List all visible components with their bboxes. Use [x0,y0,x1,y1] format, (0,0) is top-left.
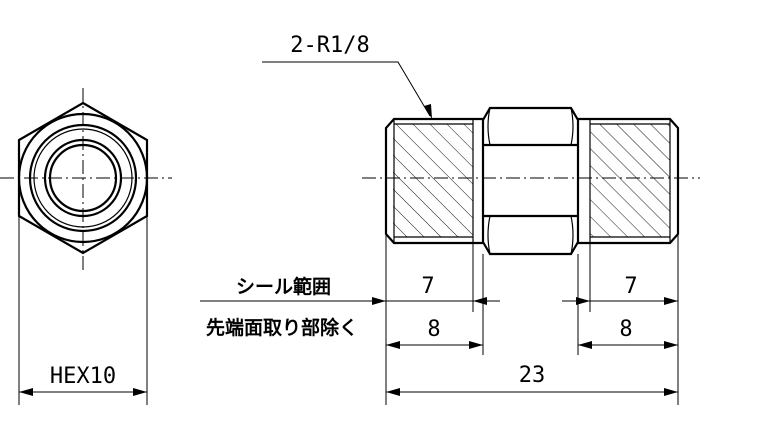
seal-right-value: 7 [624,274,637,299]
end-view: HEX10 [0,88,172,405]
overall-length-value: 23 [519,363,546,388]
chamfer-left-value: 8 [427,317,440,342]
seal-left-value: 7 [421,274,434,299]
right-thread-outline [578,117,680,245]
right-thread-hatch [590,124,670,237]
thread-spec-label: 2-R1/8 [290,33,369,58]
seal-range-label: シール範囲 [236,275,331,298]
hex-body [481,106,580,256]
chamfer-right-value: 8 [619,317,632,342]
left-thread-outline [384,117,483,245]
side-view: 2-R1/8 シール範囲 7 7 先端面取り部除く 8 8 [200,33,700,405]
hex-size-label: HEX10 [50,364,116,389]
hex-outline [17,101,149,255]
chamfer-excluded-label: 先端面取り部除く [206,316,358,339]
left-thread-hatch [393,124,473,237]
thread-leader [262,61,431,117]
